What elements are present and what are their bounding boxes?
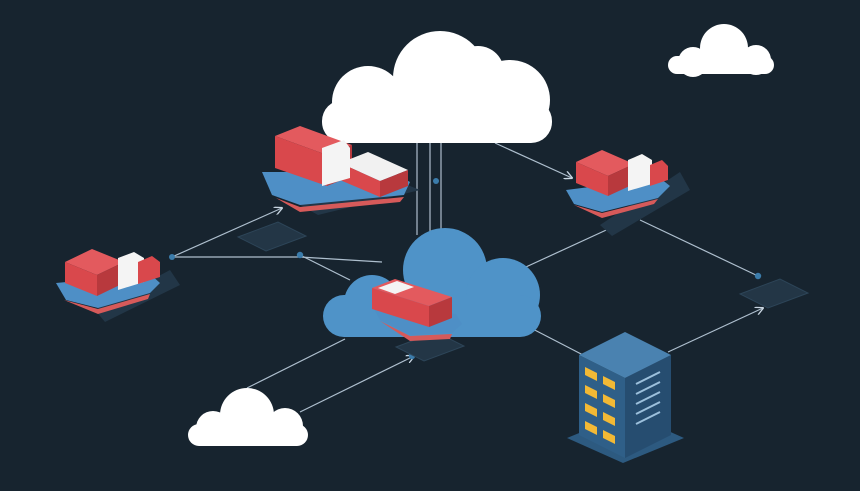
connector-right-ship-to-pad	[639, 219, 759, 277]
building-right-face	[625, 355, 671, 458]
containers	[65, 249, 160, 296]
connector-blue-cloud-to-right-ship	[514, 226, 615, 273]
data-center-building	[567, 332, 684, 463]
ship-top-left	[262, 126, 420, 215]
ship-hull-stripe	[64, 294, 150, 314]
building-windows	[585, 367, 615, 444]
bridge	[628, 154, 652, 191]
dot-left-ship	[169, 254, 175, 260]
ship-left	[56, 249, 180, 322]
building-vents	[635, 371, 661, 425]
building-left-face	[579, 355, 625, 458]
pad-left	[236, 221, 308, 252]
dot-right-pad	[754, 272, 762, 280]
containers	[372, 279, 452, 327]
building-top	[579, 332, 671, 378]
pad-right	[738, 278, 810, 309]
ship-center	[372, 279, 462, 341]
connector-bottom-cloud-to-blue-cloud	[246, 338, 346, 389]
ship-hull-stripe	[380, 321, 452, 341]
dot-pad-left	[296, 251, 304, 259]
bridge	[118, 252, 144, 290]
connectors	[171, 140, 763, 413]
containers	[576, 150, 668, 196]
dot-vertical	[433, 178, 439, 184]
connector-building-to-pad	[667, 308, 763, 353]
small-white-cloud-bottom-left	[188, 388, 308, 446]
small-white-cloud-top-right	[668, 24, 774, 77]
pads	[236, 221, 810, 362]
containers	[275, 126, 408, 197]
ship-hull-stripe	[574, 199, 658, 218]
central-white-cloud	[322, 31, 552, 143]
connector-pad-to-cloud	[299, 254, 351, 281]
ship-top-right	[566, 150, 690, 236]
connector-left-ship-to-top-ship	[171, 208, 282, 258]
connector-bottom-cloud-to-center-pad	[299, 356, 414, 413]
ship-hull	[566, 178, 670, 212]
connector-top-cloud-to-right-ship	[494, 142, 572, 178]
ship-hull-stripe	[276, 197, 404, 212]
bridge	[322, 140, 350, 186]
